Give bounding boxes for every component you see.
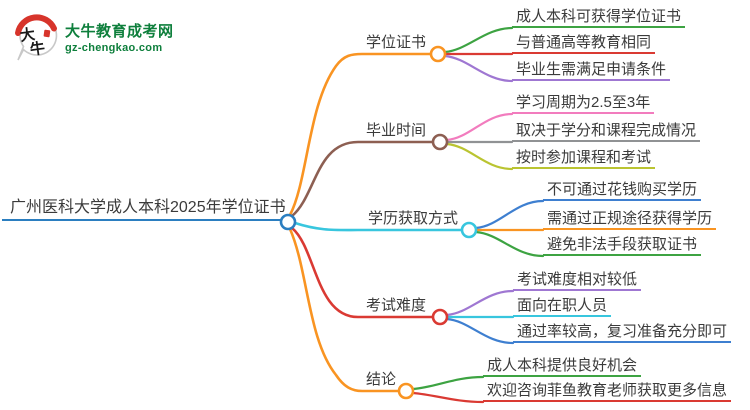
branch-circle-difficulty bbox=[431, 308, 449, 326]
branch-label-qualification-method: 学历获取方式 bbox=[368, 210, 459, 227]
site-name: 大牛教育成考网 bbox=[65, 22, 174, 40]
leaf-node: 毕业生需满足申请条件 bbox=[512, 60, 671, 81]
twig-gradtime-3 bbox=[445, 142, 514, 171]
branch-label-graduation-time: 毕业时间 bbox=[366, 122, 427, 139]
twig-degree-3 bbox=[443, 54, 514, 83]
branch-label-exam-difficulty: 考试难度 bbox=[366, 297, 427, 314]
trunk-degree-certificate bbox=[288, 52, 433, 217]
twig-gradtime-1 bbox=[445, 112, 514, 142]
branch-label-conclusion: 结论 bbox=[366, 371, 397, 388]
leaf-node: 成人本科可获得学位证书 bbox=[512, 7, 686, 28]
twig-conclusion-2 bbox=[411, 391, 485, 404]
leaf-node: 通过率较高，复习准备充分即可 bbox=[513, 322, 732, 343]
leaf-node: 面向在职人员 bbox=[513, 296, 612, 317]
logo-char-niu: 牛 bbox=[29, 39, 46, 59]
branch-label-degree-certificate: 学位证书 bbox=[366, 34, 427, 51]
leaf-node: 成人本科提供良好机会 bbox=[483, 356, 642, 377]
logo-char-da: 大 bbox=[19, 25, 36, 45]
branch-circle-method bbox=[460, 221, 478, 239]
leaf-node: 欢迎咨询菲鱼教育老师获取更多信息 bbox=[483, 381, 732, 402]
site-logo: 大 牛 大牛教育成考网 gz-chengkao.com bbox=[13, 13, 174, 63]
branch-circle-conclusion bbox=[397, 382, 415, 400]
twig-degree-1 bbox=[443, 26, 514, 54]
leaf-node: 避免非法手段获取证书 bbox=[543, 235, 702, 256]
twig-method-3 bbox=[474, 230, 545, 258]
leaf-node: 取决于学分和课程完成情况 bbox=[512, 121, 701, 142]
trunk-conclusion bbox=[288, 227, 401, 393]
twig-conclusion-1 bbox=[411, 375, 485, 391]
trunk-exam-difficulty bbox=[290, 226, 435, 319]
trunk-graduation-time bbox=[290, 140, 435, 218]
branch-circle-degree bbox=[429, 45, 447, 63]
twig-method-1 bbox=[474, 199, 545, 230]
logo-seal-icon bbox=[43, 29, 51, 38]
root-node: 广州医科大学成人本科2025年学位证书 bbox=[2, 197, 286, 221]
leaf-node: 按时参加课程和考试 bbox=[512, 148, 656, 169]
logo-bubble-icon: 大 牛 bbox=[15, 14, 58, 61]
branch-circle-gradtime bbox=[431, 133, 449, 151]
leaf-node: 与普通高等教育相同 bbox=[512, 33, 656, 54]
trunk-qualification-method bbox=[293, 221, 464, 232]
leaf-node: 需通过正规途径获得学历 bbox=[543, 209, 717, 230]
site-domain: gz-chengkao.com bbox=[65, 41, 163, 54]
leaf-node: 学习周期为2.5至3年 bbox=[512, 93, 655, 114]
twig-difficulty-1 bbox=[445, 289, 515, 317]
leaf-node: 考试难度相对较低 bbox=[513, 270, 642, 291]
leaf-node: 不可通过花钱购买学历 bbox=[543, 180, 702, 201]
root-node-circle bbox=[279, 213, 297, 231]
twig-difficulty-3 bbox=[445, 317, 515, 345]
